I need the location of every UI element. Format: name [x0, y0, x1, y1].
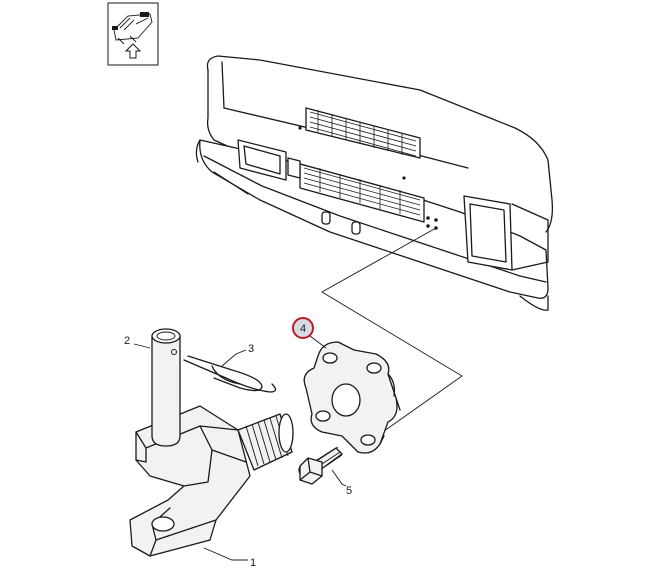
spacer-plate-part[interactable]: [303, 341, 401, 454]
orientation-thumbnail[interactable]: [107, 2, 159, 66]
truck-mini-icon: [112, 12, 153, 45]
lower-grille: [303, 167, 421, 216]
callout-label-5: 5: [346, 485, 352, 497]
upper-grille: [309, 110, 417, 157]
callout-label-3: 3: [248, 343, 254, 355]
callout-label-1: 1: [250, 557, 256, 569]
arrow-up-icon: [124, 43, 142, 59]
flange-bolt-part: [298, 446, 343, 485]
highlight-ring: [292, 317, 314, 339]
pin-part: [151, 328, 181, 447]
callout-label-2: 2: [124, 335, 130, 347]
callout-5[interactable]: 5: [331, 469, 352, 497]
callout-label-4: 4: [300, 323, 306, 335]
callout-2[interactable]: 2: [124, 335, 151, 349]
callout-1[interactable]: 1: [203, 547, 256, 569]
leader-tow-point: [321, 227, 463, 449]
callout-4[interactable]: 4: [292, 317, 327, 349]
r-clip-part: [183, 355, 277, 393]
callout-3[interactable]: 3: [221, 343, 254, 367]
front-bumper-assembly: [195, 55, 554, 311]
